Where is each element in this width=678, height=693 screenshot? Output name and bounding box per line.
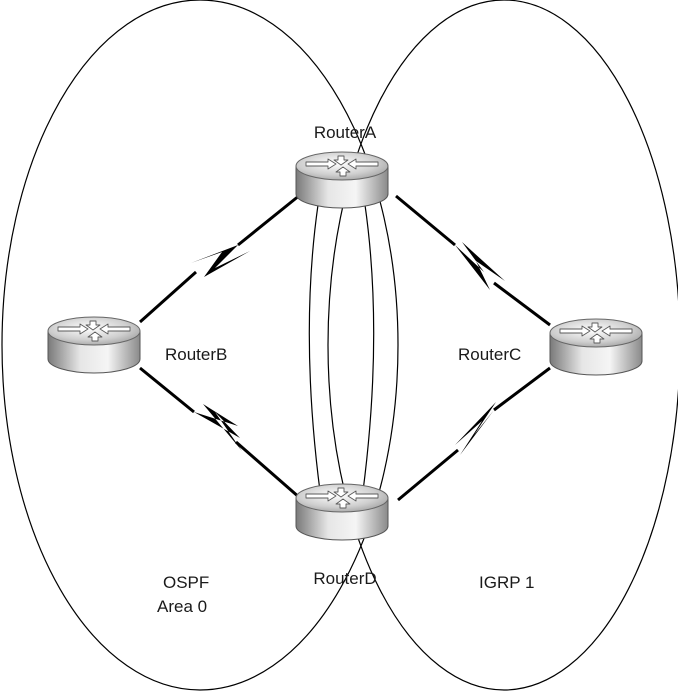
router-c-label: RouterC [458,345,521,364]
router-b-icon[interactable] [47,316,141,374]
ospf-area-boundary [1,0,399,691]
router-a-label: RouterA [314,123,377,142]
ospf-area-label-line2: Area 0 [157,597,207,616]
router-b-label: RouterB [165,345,227,364]
serial-link-routera-routerc [395,194,551,327]
serial-link-routerd-routerc [397,366,551,502]
serial-link-routerd-routerb [139,366,301,500]
igrp-area-label: IGRP 1 [479,573,534,592]
igrp-area-boundary [327,0,678,691]
router-c-icon[interactable] [549,318,643,376]
serial-link-routera-routerb [139,193,301,324]
link-routera-routerd [308,204,375,521]
ospf-area-label-line1: OSPF [163,573,209,592]
router-d-label: RouterD [313,569,376,588]
router-a-icon[interactable] [295,151,389,209]
router-d-icon[interactable] [295,483,389,541]
